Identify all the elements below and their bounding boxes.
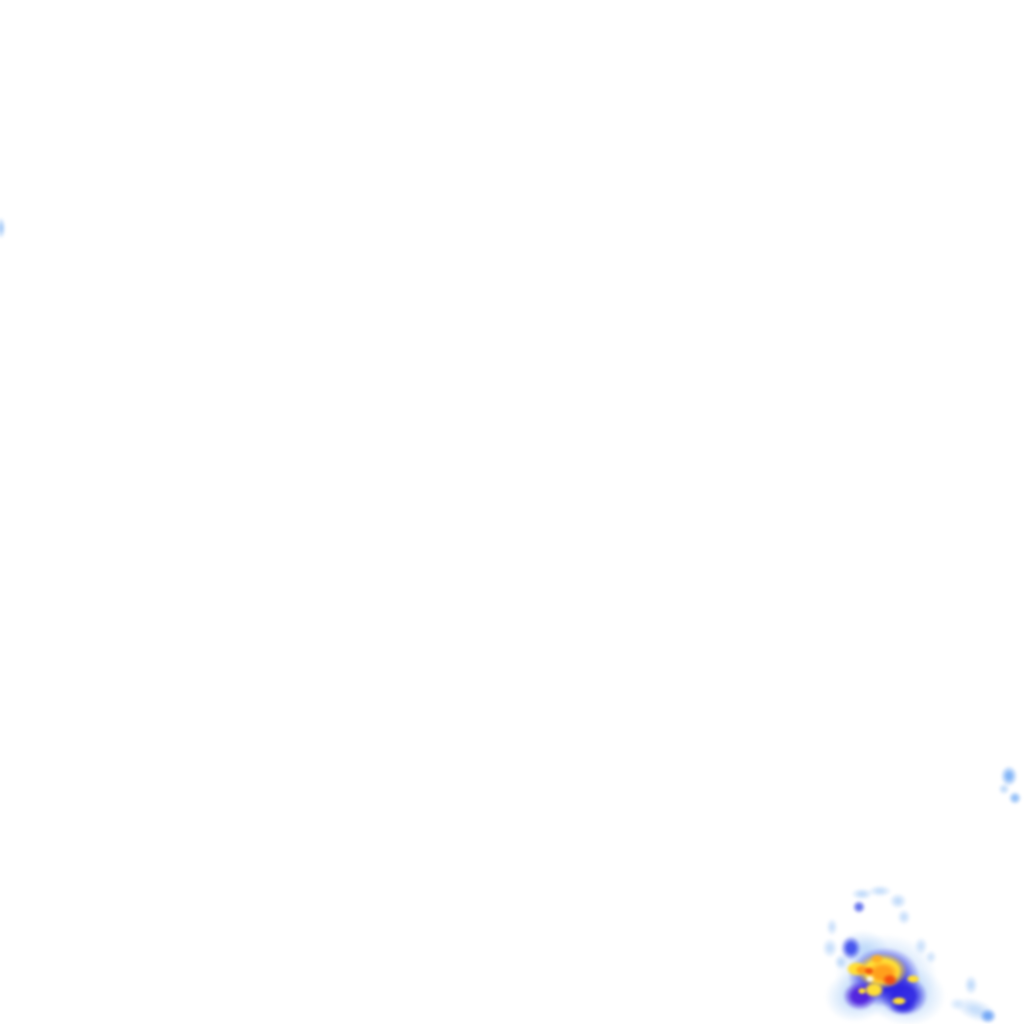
wisp-right-2 (925, 950, 937, 964)
wisp-arc-1 (851, 888, 873, 900)
core-red-2 (863, 966, 875, 976)
wisp-se-dot (964, 975, 978, 995)
cell-neck-blue (840, 935, 862, 961)
edge-right-blob-1 (1000, 765, 1018, 787)
core-orange-top (869, 953, 885, 965)
edge-left-smudge (0, 217, 6, 239)
wisp-left-3 (834, 954, 848, 970)
core-orange-main (865, 960, 901, 986)
wisp-arc-3 (889, 893, 907, 909)
cell-halo-outer-1 (832, 932, 940, 1020)
island-yellow-right (905, 974, 921, 984)
cell-bottom-extension (888, 997, 918, 1015)
wisp-se-left (949, 997, 965, 1011)
edge-right-blob-3 (1008, 791, 1022, 805)
wisp-left-1 (826, 918, 838, 936)
core-yellow-bottom (862, 981, 886, 999)
island-yellow-small (857, 987, 867, 995)
core-yellow-left (844, 960, 870, 978)
wisp-arc-4 (897, 909, 911, 925)
island-yellow-bottom (890, 996, 908, 1006)
edge-right-blob-2 (998, 783, 1010, 795)
wisp-arc-2 (868, 885, 892, 897)
wisp-se-band (951, 992, 1001, 1024)
wisp-right-1 (914, 937, 928, 955)
core-white-hole (865, 975, 875, 983)
core-red-1 (881, 973, 899, 987)
cell-halo-outer-2 (868, 964, 948, 1024)
core-yellow-main (852, 950, 912, 992)
cell-halo-upper (836, 929, 890, 969)
cell-ring-deep-blue-main (843, 943, 925, 1011)
wisp-se-bright (979, 1008, 997, 1024)
cell-halo-outer-3 (823, 970, 887, 1024)
wisp-left-2 (822, 938, 838, 958)
core-orange-left (854, 964, 870, 976)
cell-flank-purple (841, 980, 879, 1012)
cell-ring-deep-blue-se (877, 973, 931, 1019)
wisp-blue-spot (852, 900, 866, 914)
